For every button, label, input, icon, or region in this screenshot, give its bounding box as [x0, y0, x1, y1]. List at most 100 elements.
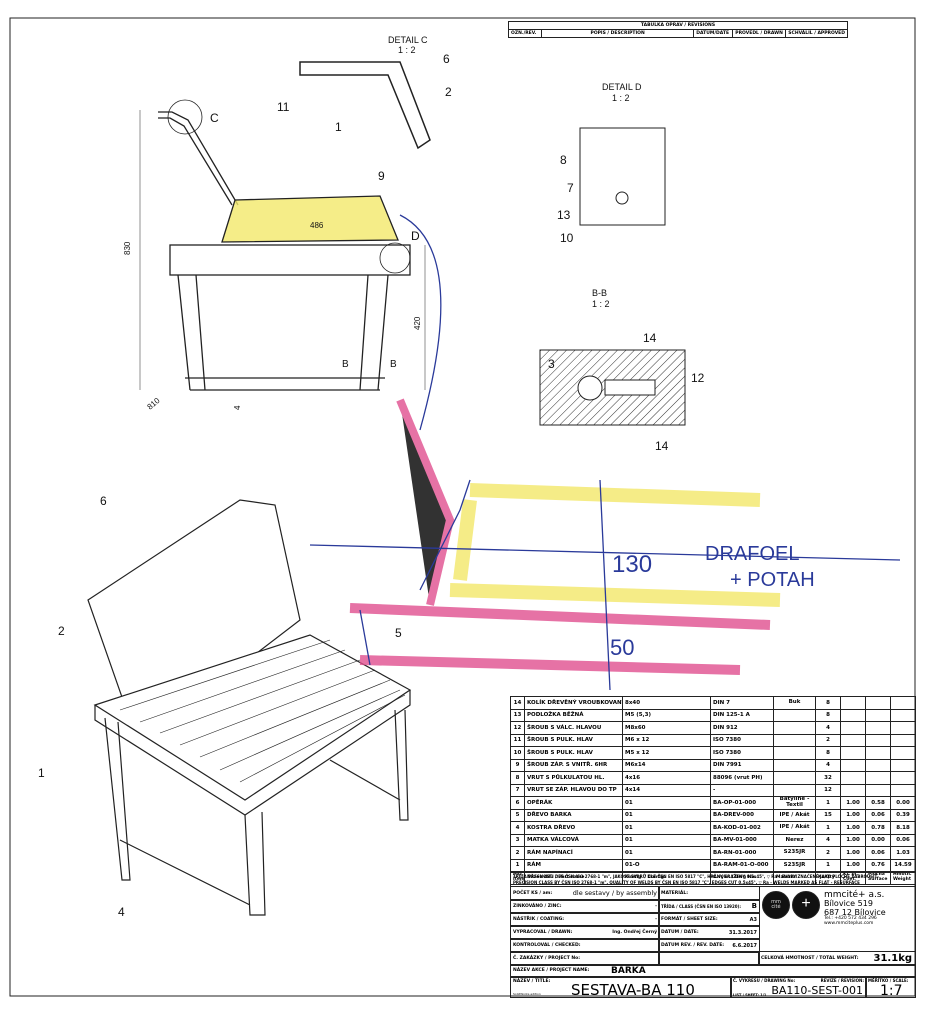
cell-surface — [865, 783, 891, 797]
field-label: MATERIÁL: — [661, 891, 689, 896]
cell-surface: 0.00 — [865, 833, 891, 847]
cell-surface — [865, 696, 891, 710]
field-label: NÁSTŘIK / COATING: — [513, 917, 565, 922]
cell-surface — [865, 721, 891, 735]
project-name: NÁZEV AKCE / PROJECT NAME:BARKA — [510, 964, 916, 978]
cell-material — [773, 771, 816, 785]
revisions-table: TABULKA OPRAV / REVISIONS OZN./REV. POPI… — [508, 21, 848, 38]
cell-weight: 0.39 — [890, 808, 916, 822]
callout: C — [210, 111, 219, 125]
section-bb-drawing — [539, 349, 686, 426]
tb-field: POČET KS / am:dle sestavy / by assembly — [510, 886, 660, 901]
cell-pos: 6 — [510, 796, 525, 810]
bolt-circle — [615, 191, 629, 205]
dimension: 810 — [146, 396, 162, 412]
cell-pos: 14 — [510, 696, 525, 710]
tb-field: ZINKOVÁNO / ZINC:- — [510, 899, 660, 914]
callout: 1 — [335, 120, 342, 134]
callout: 4 — [118, 905, 125, 919]
cell-weight — [890, 783, 916, 797]
cell-dwg: BA-RN-01-000 — [710, 846, 774, 860]
cell-dwg: BA-MV-01-000 — [710, 833, 774, 847]
company-name: mmcité+ a.s. — [824, 890, 885, 900]
cell-surface: 0.06 — [865, 846, 891, 860]
cell-dwg: BA-KOD-01-002 — [710, 821, 774, 835]
cell-name: ŠROUB ZÁP. S VNITŘ. 6HR — [524, 758, 623, 772]
tb-field: NÁSTŘIK / COATING:- — [510, 912, 660, 927]
field-value: A3 — [749, 917, 757, 923]
field-label: DATUM / DATE: — [661, 930, 699, 935]
field-label: NÁZEV / TITLE: — [513, 979, 551, 984]
rev-col: DATUM/DATE — [693, 29, 734, 38]
cell-material: IPE / Akát — [773, 808, 816, 822]
detail-d-scale: 1 : 2 — [612, 93, 630, 103]
field-label: ZINKOVÁNO / ZINC: — [513, 904, 562, 909]
callout: 12 — [691, 371, 705, 385]
project-name-value: BARKA — [611, 966, 646, 976]
cell-qty: 4 — [815, 758, 841, 772]
sheet-border — [9, 17, 916, 997]
cell-config: 01 — [622, 846, 711, 860]
tb-field: DATUM / DATE:31.3.2017 — [658, 925, 760, 940]
cell-material — [773, 746, 816, 760]
callout: 10 — [560, 231, 574, 245]
cell-material — [773, 733, 816, 747]
field-label: TŘÍDA / CLASS (ČSN EN ISO 13920): — [661, 904, 741, 909]
cell-coef — [840, 771, 866, 785]
detail-c-drawing — [299, 61, 431, 150]
cell-qty: 1 — [815, 821, 841, 835]
rev-col: PROVEDL / DRAWN — [732, 29, 787, 38]
callout: 11 — [277, 100, 290, 114]
field-label: KONTROLOVAL / CHECKED: — [513, 943, 581, 948]
cell-qty: 8 — [815, 708, 841, 722]
cell-coef: 1.00 — [840, 796, 866, 810]
section-bb-title: B-B — [592, 288, 607, 298]
cell-weight — [890, 771, 916, 785]
cell-material: Buk — [773, 696, 816, 710]
cell-surface — [865, 708, 891, 722]
cell-coef: 1.00 — [840, 808, 866, 822]
detail-d-title: DETAIL D — [602, 82, 642, 92]
cell-qty: 1 — [815, 796, 841, 810]
cell-dwg: BA-DREV-000 — [710, 808, 774, 822]
dimension: 830 — [123, 241, 132, 255]
cell-coef — [840, 746, 866, 760]
field-label: Č. VÝKRESU / DRAWING No: — [733, 978, 796, 983]
tb-field: FORMÁT / SHEET SIZE:A3 — [658, 912, 760, 927]
cell-name: MATKA VÁLCOVÁ — [524, 833, 623, 847]
cell-config: 4x14 — [622, 783, 711, 797]
cell-material: S235JR — [773, 846, 816, 860]
cell-dwg: DIN 7991 — [710, 758, 774, 772]
header-dwg: Č.výkr. / Dwg No. — [710, 871, 774, 885]
cell-name: VRUT S PŮLKULATOU HL. — [524, 771, 623, 785]
cell-coef — [840, 721, 866, 735]
drawing-number: Č. VÝKRESU / DRAWING No:REVIZE / REVISIO… — [730, 976, 867, 998]
cell-config: 01 — [622, 796, 711, 810]
cell-weight: 14.59 — [890, 858, 916, 872]
cell-pos: 8 — [510, 771, 525, 785]
field-label: POČET KS / am: — [513, 891, 553, 896]
cell-config: 4x16 — [622, 771, 711, 785]
drawing-number-value: BA110-SEST-001 — [771, 984, 863, 997]
company-phone: Tel.: +420 572 434 296 — [824, 916, 877, 922]
cell-coef — [840, 733, 866, 747]
cell-config: 01-O — [622, 858, 711, 872]
cell-name: KOLÍK DŘEVĚNÝ VROUBKOVANÝ — [524, 696, 623, 710]
cell-config: M8x60 — [622, 721, 711, 735]
cell-surface — [865, 771, 891, 785]
callout: 2 — [445, 85, 452, 99]
cell-weight — [890, 746, 916, 760]
cell-material: Batyline - Textil — [773, 796, 816, 810]
cell-coef: 1.00 — [840, 846, 866, 860]
cell-config: 01 — [622, 808, 711, 822]
weight-value: 31.1kg — [873, 953, 912, 964]
cell-pos: 5 — [510, 808, 525, 822]
small-note: SolidWorks edition — [513, 992, 541, 996]
cell-material — [773, 783, 816, 797]
